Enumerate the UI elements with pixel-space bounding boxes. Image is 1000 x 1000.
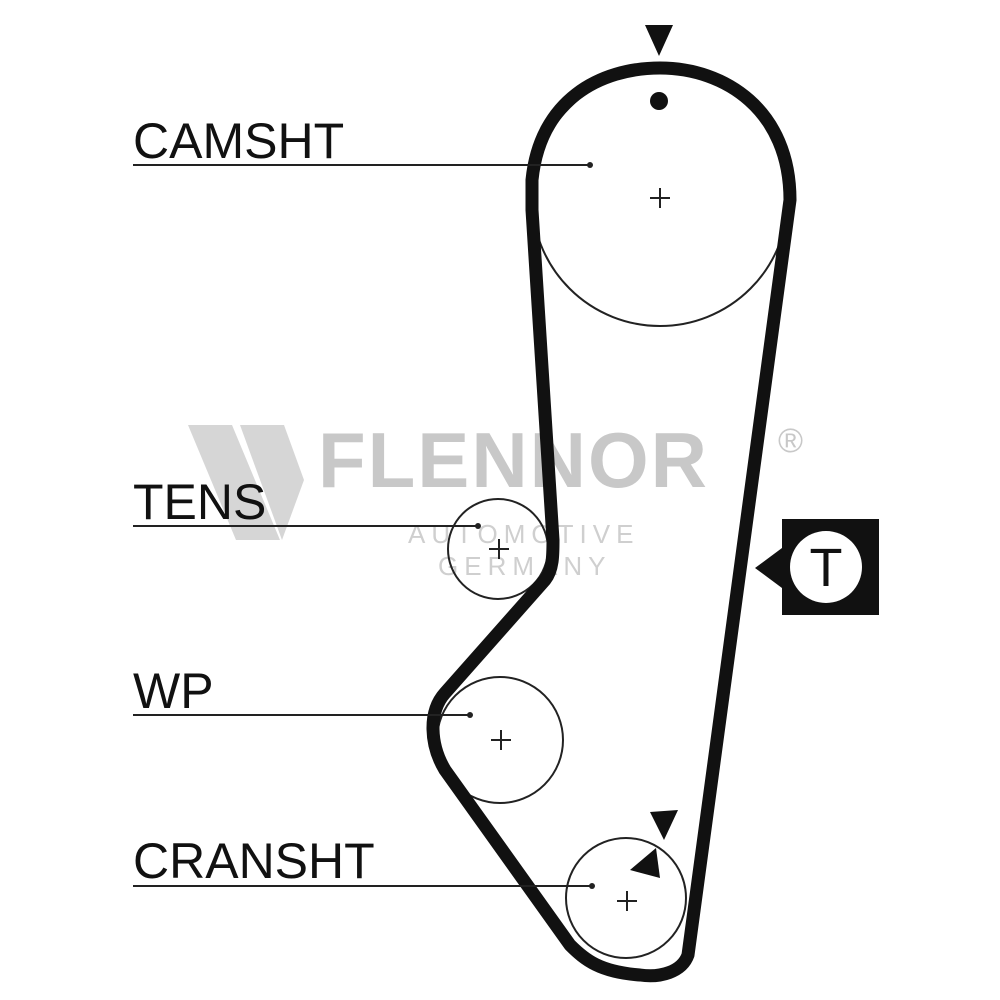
crankshaft-label: CRANSHT <box>133 833 375 889</box>
leader-dot <box>467 712 473 718</box>
water-pump-label: WP <box>133 663 214 719</box>
watermark-brand: FLENNOR <box>318 416 709 504</box>
watermark: FLENNOR ® AUTOMOTIVE GERMANY <box>188 416 803 581</box>
camshaft-timing-dot-icon <box>650 92 668 110</box>
watermark-line2: GERMANY <box>438 551 611 581</box>
leader-lines <box>133 164 592 887</box>
tension-marker-letter: T <box>810 538 843 598</box>
watermark-line1: AUTOMOTIVE <box>408 519 639 549</box>
crankshaft-center-cross <box>617 891 637 911</box>
crankshaft-pulley <box>565 837 687 959</box>
crankshaft-timing-arrow-bottom-icon <box>630 848 660 878</box>
timing-belt <box>426 61 797 983</box>
leader-dot <box>475 523 481 529</box>
camshaft-timing-arrow-icon <box>645 25 673 56</box>
tensioner-label: TENS <box>133 474 266 530</box>
tension-marker: T <box>755 519 879 615</box>
camshaft-center-cross <box>650 188 670 208</box>
watermark-logo-stripe <box>240 425 304 540</box>
leader-dot <box>587 162 593 168</box>
camshaft-label: CAMSHT <box>133 113 344 169</box>
tension-marker-circle <box>790 531 862 603</box>
leader-end-dots <box>467 162 595 889</box>
tensioner-center-cross <box>489 539 509 559</box>
watermark-logo-stripe <box>188 425 280 540</box>
crankshaft-timing-arrow-top-icon <box>650 810 678 840</box>
tension-pointer-icon <box>755 548 782 588</box>
leader-dot <box>589 883 595 889</box>
watermark-registered: ® <box>778 422 803 460</box>
water-pump-center-cross <box>491 730 511 750</box>
centre-marks <box>489 188 670 911</box>
